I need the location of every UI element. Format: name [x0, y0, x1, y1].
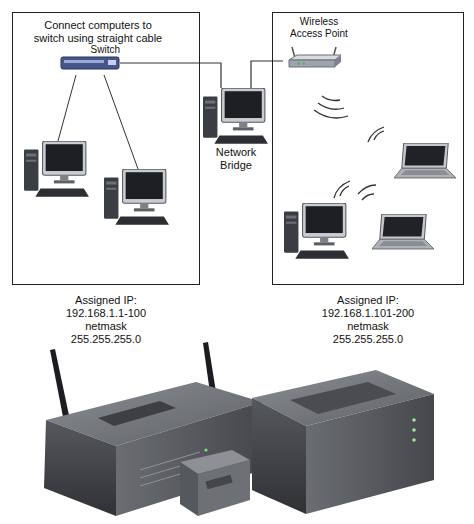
node-label: Connect computers to switch using straig… [12, 12, 184, 45]
region-frame [272, 12, 464, 285]
node-label: Wireless Access Point [283, 16, 355, 40]
laptop-icon [372, 214, 434, 249]
hardware-photo [44, 342, 434, 516]
access-point-icon [287, 46, 343, 70]
computer-icon [104, 169, 169, 225]
switch-device: Switch [60, 44, 120, 70]
switch-icon [60, 56, 120, 70]
computer-icon [24, 141, 89, 197]
cable [104, 75, 138, 169]
wireless-waves [314, 96, 384, 200]
ap-device: Wireless Access Point [283, 16, 367, 70]
network-region: Assigned IP: 192.168.1.101-200 netmask 2… [272, 12, 464, 346]
network-cable [120, 63, 221, 88]
network-region: Connect computers to switch using straig… [12, 12, 200, 346]
ip-range-note: Assigned IP: 192.168.1.1-100 netmask 255… [54, 294, 158, 346]
computer-icon [203, 88, 269, 146]
ip-range-note: Assigned IP: 192.168.1.101-200 netmask 2… [316, 294, 420, 346]
cable [58, 75, 76, 141]
network-cable [251, 61, 283, 88]
node-label: Switch [60, 44, 120, 56]
laptop-icon [394, 143, 456, 178]
node-label: Network Bridge [203, 146, 269, 172]
computer-icon [284, 203, 349, 259]
bridge-device: Network Bridge [203, 88, 269, 172]
